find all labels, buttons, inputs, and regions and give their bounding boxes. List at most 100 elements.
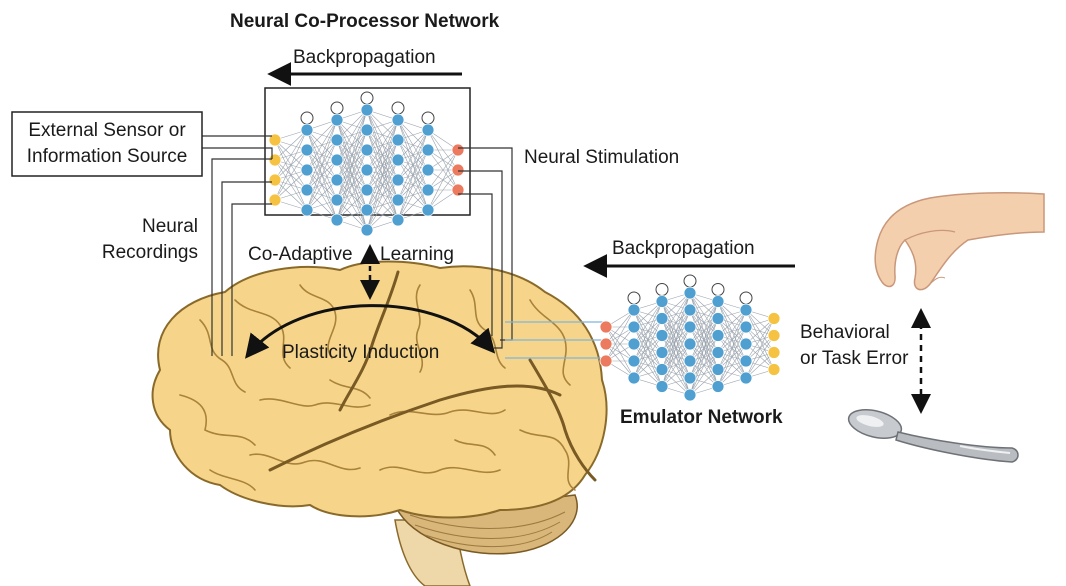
network-connection (274, 169, 308, 201)
diagram-title: Neural Co-Processor Network (230, 11, 500, 32)
network-connection (274, 129, 308, 181)
network-connection (397, 189, 429, 221)
network-connection (366, 119, 399, 211)
network-connection (336, 169, 368, 221)
network-connection (717, 326, 747, 387)
network-node (655, 346, 669, 359)
network-node (627, 371, 641, 385)
network-connection (274, 149, 308, 201)
network-node (683, 337, 697, 351)
network-node (767, 312, 781, 325)
network-node (683, 371, 697, 385)
network-connection (336, 129, 368, 221)
network-node (330, 113, 344, 127)
network-connection (397, 129, 429, 221)
sensor-wires (202, 135, 273, 159)
network-connection (366, 199, 399, 231)
network-node (767, 346, 781, 359)
network-node (391, 113, 405, 127)
network-connection (397, 129, 429, 181)
network-node (683, 320, 697, 334)
network-node (268, 193, 282, 207)
emulator-input-wires (505, 321, 604, 359)
network-node (391, 193, 405, 207)
emulator-network-label: Emulator Network (620, 407, 783, 428)
network-connection (366, 159, 399, 231)
network-node (421, 143, 435, 157)
network-node (739, 354, 753, 368)
network-node (268, 133, 282, 147)
network-node (627, 303, 641, 317)
network-connection (633, 318, 663, 379)
network-connection (717, 309, 747, 353)
network-connection (661, 326, 691, 387)
network-node (300, 143, 314, 157)
network-node (739, 303, 753, 317)
network-connection (336, 109, 368, 181)
network-node (655, 363, 669, 376)
network-node (360, 123, 374, 137)
network-connection (661, 343, 691, 387)
network-connection (427, 149, 459, 191)
network-node (655, 312, 669, 325)
behavioral-error-line1: Behavioral (800, 322, 890, 343)
network-node (739, 320, 753, 334)
network-connection (366, 119, 399, 151)
neural-recordings-line2: Recordings (101, 242, 198, 263)
network-connection (427, 169, 459, 211)
network-node (330, 173, 344, 187)
coprocessor-backprop-label: Backpropagation (293, 47, 436, 68)
network-connection (717, 343, 747, 387)
recurrent-loop (627, 291, 641, 305)
network-connection (336, 189, 368, 221)
network-node (627, 354, 641, 368)
network-connection (717, 309, 747, 370)
network-node (683, 354, 697, 368)
network-node (739, 371, 753, 385)
network-connection (397, 129, 429, 201)
network-connection (366, 139, 399, 231)
network-connection (397, 149, 429, 221)
network-connection (689, 301, 719, 362)
neural-recordings-line1: Neural (142, 216, 198, 237)
network-connection (306, 159, 338, 211)
network-node (683, 286, 697, 300)
network-node (599, 337, 613, 351)
network-node (451, 183, 465, 197)
network-connection (605, 309, 635, 362)
network-node (360, 163, 374, 177)
network-connection (366, 119, 399, 171)
network-connection (605, 309, 635, 345)
network-node (655, 329, 669, 342)
network-node (711, 363, 725, 376)
network-node (451, 163, 465, 177)
network-connection (745, 318, 775, 362)
brain-illustration (151, 260, 608, 586)
network-node (330, 133, 344, 147)
network-node (330, 213, 344, 227)
network-connection (689, 301, 719, 345)
network-node (360, 143, 374, 157)
network-node (627, 337, 641, 351)
network-node (268, 173, 282, 187)
network-node (711, 295, 725, 308)
network-connection (661, 292, 691, 353)
coadaptive-label-right: Learning (380, 244, 454, 265)
network-node (391, 133, 405, 147)
network-node (330, 153, 344, 167)
recurrent-loop (655, 283, 669, 296)
network-node (300, 123, 314, 137)
network-node (391, 153, 405, 167)
network-connection (336, 109, 368, 161)
network-node (360, 223, 374, 237)
network-node (711, 380, 725, 393)
network-connection (689, 352, 719, 396)
network-connection (366, 179, 399, 231)
emulator-backprop-label: Backpropagation (612, 238, 755, 259)
network-node (300, 183, 314, 197)
coadaptive-label-left: Co-Adaptive (248, 244, 353, 265)
network-node (421, 183, 435, 197)
network-node (683, 388, 697, 402)
network-node (360, 183, 374, 197)
